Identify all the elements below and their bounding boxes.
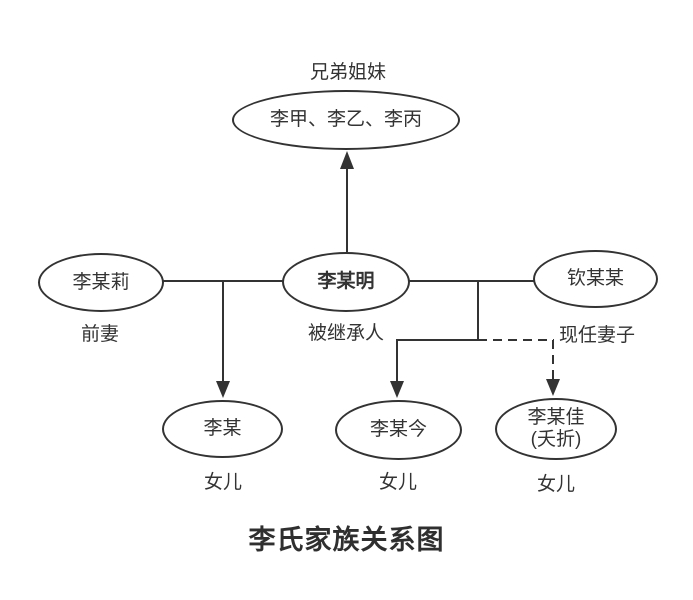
arrowhead-down-icon: [390, 381, 404, 398]
node-decedent: 李某明: [282, 252, 410, 312]
node-ex-wife-label: 李某莉: [72, 271, 130, 293]
node-ex-wife: 李某莉: [38, 253, 164, 312]
node-daughter-li-mou-label: 李某: [203, 418, 242, 440]
node-daughter-li-moujia-label: 李某佳: [527, 407, 585, 429]
arrowhead-down-icon: [216, 381, 230, 398]
node-current-wife: 钦某某: [533, 250, 658, 308]
diagram-title: 李氏家族关系图: [248, 525, 445, 555]
current-wife-caption: 现任妻子: [558, 325, 636, 346]
siblings-caption: 兄弟姐妹: [309, 62, 387, 83]
arrowhead-down-icon: [546, 379, 560, 396]
node-decedent-label: 李某明: [317, 271, 375, 293]
decedent-caption: 被继承人: [307, 323, 385, 344]
node-siblings: 李甲、李乙、李丙: [232, 90, 460, 150]
node-siblings-label: 李甲、李乙、李丙: [269, 109, 422, 131]
node-daughter-li-moujia: 李某佳 (夭折): [495, 398, 617, 460]
daughter-li-moujia-caption: 女儿: [536, 474, 576, 495]
node-daughter-li-moujia-sublabel: (夭折): [530, 429, 582, 450]
daughter-li-mou-caption: 女儿: [203, 472, 243, 493]
node-daughter-li-moujin-label: 李某今: [369, 419, 427, 441]
daughter-li-moujin-caption: 女儿: [378, 472, 418, 493]
node-current-wife-label: 钦某某: [566, 268, 624, 290]
arrowhead-up-icon: [340, 151, 354, 169]
node-daughter-li-moujin: 李某今: [335, 400, 462, 460]
ex-wife-caption: 前妻: [80, 324, 120, 345]
node-daughter-li-mou: 李某: [162, 400, 283, 458]
